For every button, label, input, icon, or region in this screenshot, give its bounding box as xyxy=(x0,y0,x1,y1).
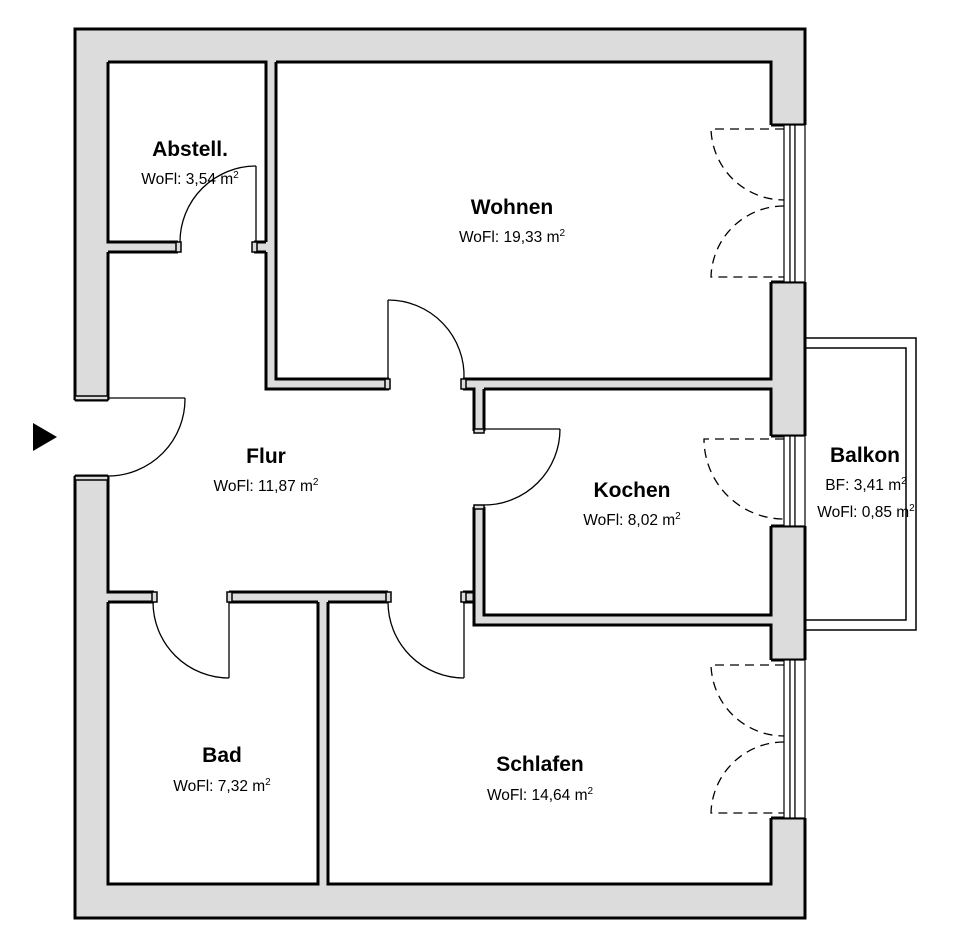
room-bf-area: BF: 3,41 m2 xyxy=(825,476,907,494)
door-jambs xyxy=(74,241,485,603)
room-name: Balkon xyxy=(830,444,900,467)
exterior-walls xyxy=(73,27,807,920)
interior-walls xyxy=(106,60,773,886)
room-name: Wohnen xyxy=(471,196,553,219)
window-door-kochen[interactable] xyxy=(703,435,806,527)
room-abstell[interactable]: Abstell. WoFl: 3,54 m2 xyxy=(141,138,239,188)
door-schlafen[interactable] xyxy=(387,601,465,679)
room-name: Schlafen xyxy=(496,753,584,776)
window-door-wohnen[interactable] xyxy=(710,124,806,283)
room-name: Kochen xyxy=(593,479,670,502)
room-name: Flur xyxy=(246,445,286,468)
door-entrance[interactable] xyxy=(107,397,186,477)
room-kochen[interactable]: Kochen WoFl: 8,02 m2 xyxy=(583,479,681,529)
room-area: WoFl: 0,85 m2 xyxy=(817,503,915,521)
room-area: WoFl: 3,54 m2 xyxy=(141,170,239,188)
room-area: WoFl: 11,87 m2 xyxy=(214,477,319,495)
room-area: WoFl: 8,02 m2 xyxy=(583,511,681,529)
room-bad[interactable]: Bad WoFl: 7,32 m2 xyxy=(173,744,271,795)
room-wohnen[interactable]: Wohnen WoFl: 19,33 m2 xyxy=(459,196,566,246)
room-area: WoFl: 19,33 m2 xyxy=(459,228,566,246)
door-wohnen[interactable] xyxy=(387,299,465,380)
room-flur[interactable]: Flur WoFl: 11,87 m2 xyxy=(214,445,319,495)
room-balkon[interactable]: Balkon BF: 3,41 m2 WoFl: 0,85 m2 xyxy=(817,444,915,521)
door-bad[interactable] xyxy=(152,601,230,679)
balcony-railing xyxy=(804,337,917,631)
door-kochen[interactable] xyxy=(483,428,561,506)
entrance-arrow-icon xyxy=(33,423,57,451)
door-abstell[interactable] xyxy=(179,165,257,243)
room-schlafen[interactable]: Schlafen WoFl: 14,64 m2 xyxy=(487,753,594,804)
room-area: WoFl: 14,64 m2 xyxy=(487,786,594,804)
room-area: WoFl: 7,32 m2 xyxy=(173,777,271,795)
room-name: Abstell. xyxy=(152,138,228,161)
window-door-schlafen[interactable] xyxy=(710,659,806,819)
room-name: Bad xyxy=(202,744,242,767)
